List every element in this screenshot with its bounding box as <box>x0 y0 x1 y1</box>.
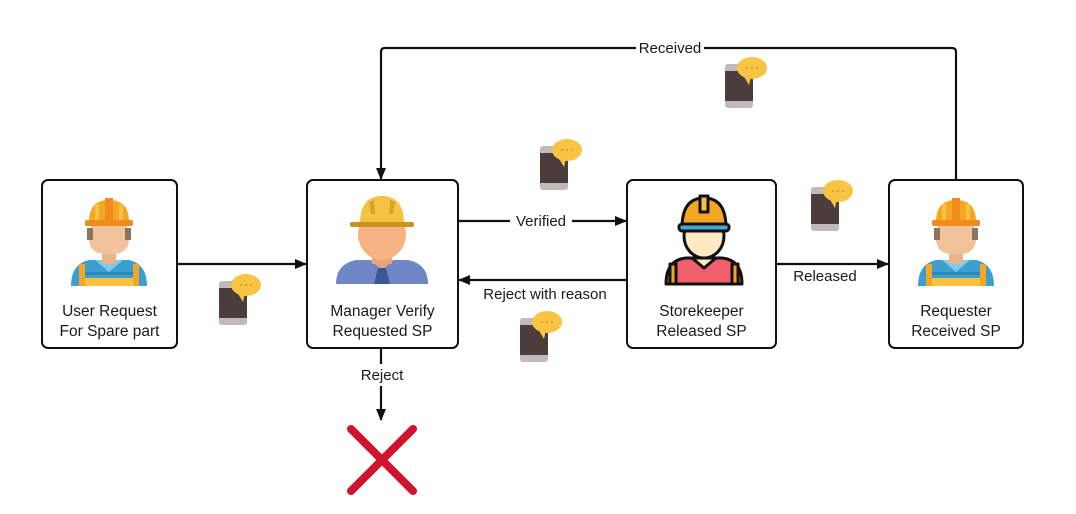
red-x-icon <box>347 425 417 495</box>
edge-label-reject-with-reason: Reject with reason <box>483 286 606 303</box>
node-label-line1: User Request <box>62 303 157 320</box>
node-label-line2: Requested SP <box>333 323 433 340</box>
phone-message-icon <box>725 57 767 108</box>
node-requester-received[interactable]: Requester Received SP <box>888 179 1024 349</box>
node-manager-verify[interactable]: Manager Verify Requested SP <box>306 179 459 349</box>
phone-message-icon <box>540 139 582 190</box>
phone-message-icon <box>811 180 853 231</box>
edge-label-received: Received <box>639 40 702 57</box>
edge-label-reject: Reject <box>361 367 404 384</box>
edge-reject: Reject <box>361 348 404 421</box>
edge-received-loop: Received <box>376 40 958 180</box>
node-label-line1: Storekeeper <box>659 303 743 320</box>
edge-verified: Verified <box>458 213 627 230</box>
node-storekeeper[interactable]: Storekeeper Released SP <box>626 179 777 349</box>
edge-label-verified: Verified <box>516 213 566 230</box>
node-label-line1: Manager Verify <box>330 303 434 320</box>
edge-reject-with-reason: Reject with reason <box>458 275 627 303</box>
edge-released: Released <box>776 259 889 285</box>
node-user-request[interactable]: User Request For Spare part <box>41 179 178 349</box>
phone-message-icon <box>520 311 562 362</box>
edge-label-released: Released <box>793 268 856 285</box>
node-label-line1: Requester <box>920 303 992 320</box>
phone-message-icon <box>219 274 261 325</box>
node-label-line2: Received SP <box>911 323 1001 340</box>
node-label-line2: Released SP <box>656 323 746 340</box>
node-label-line2: For Spare part <box>60 323 161 340</box>
